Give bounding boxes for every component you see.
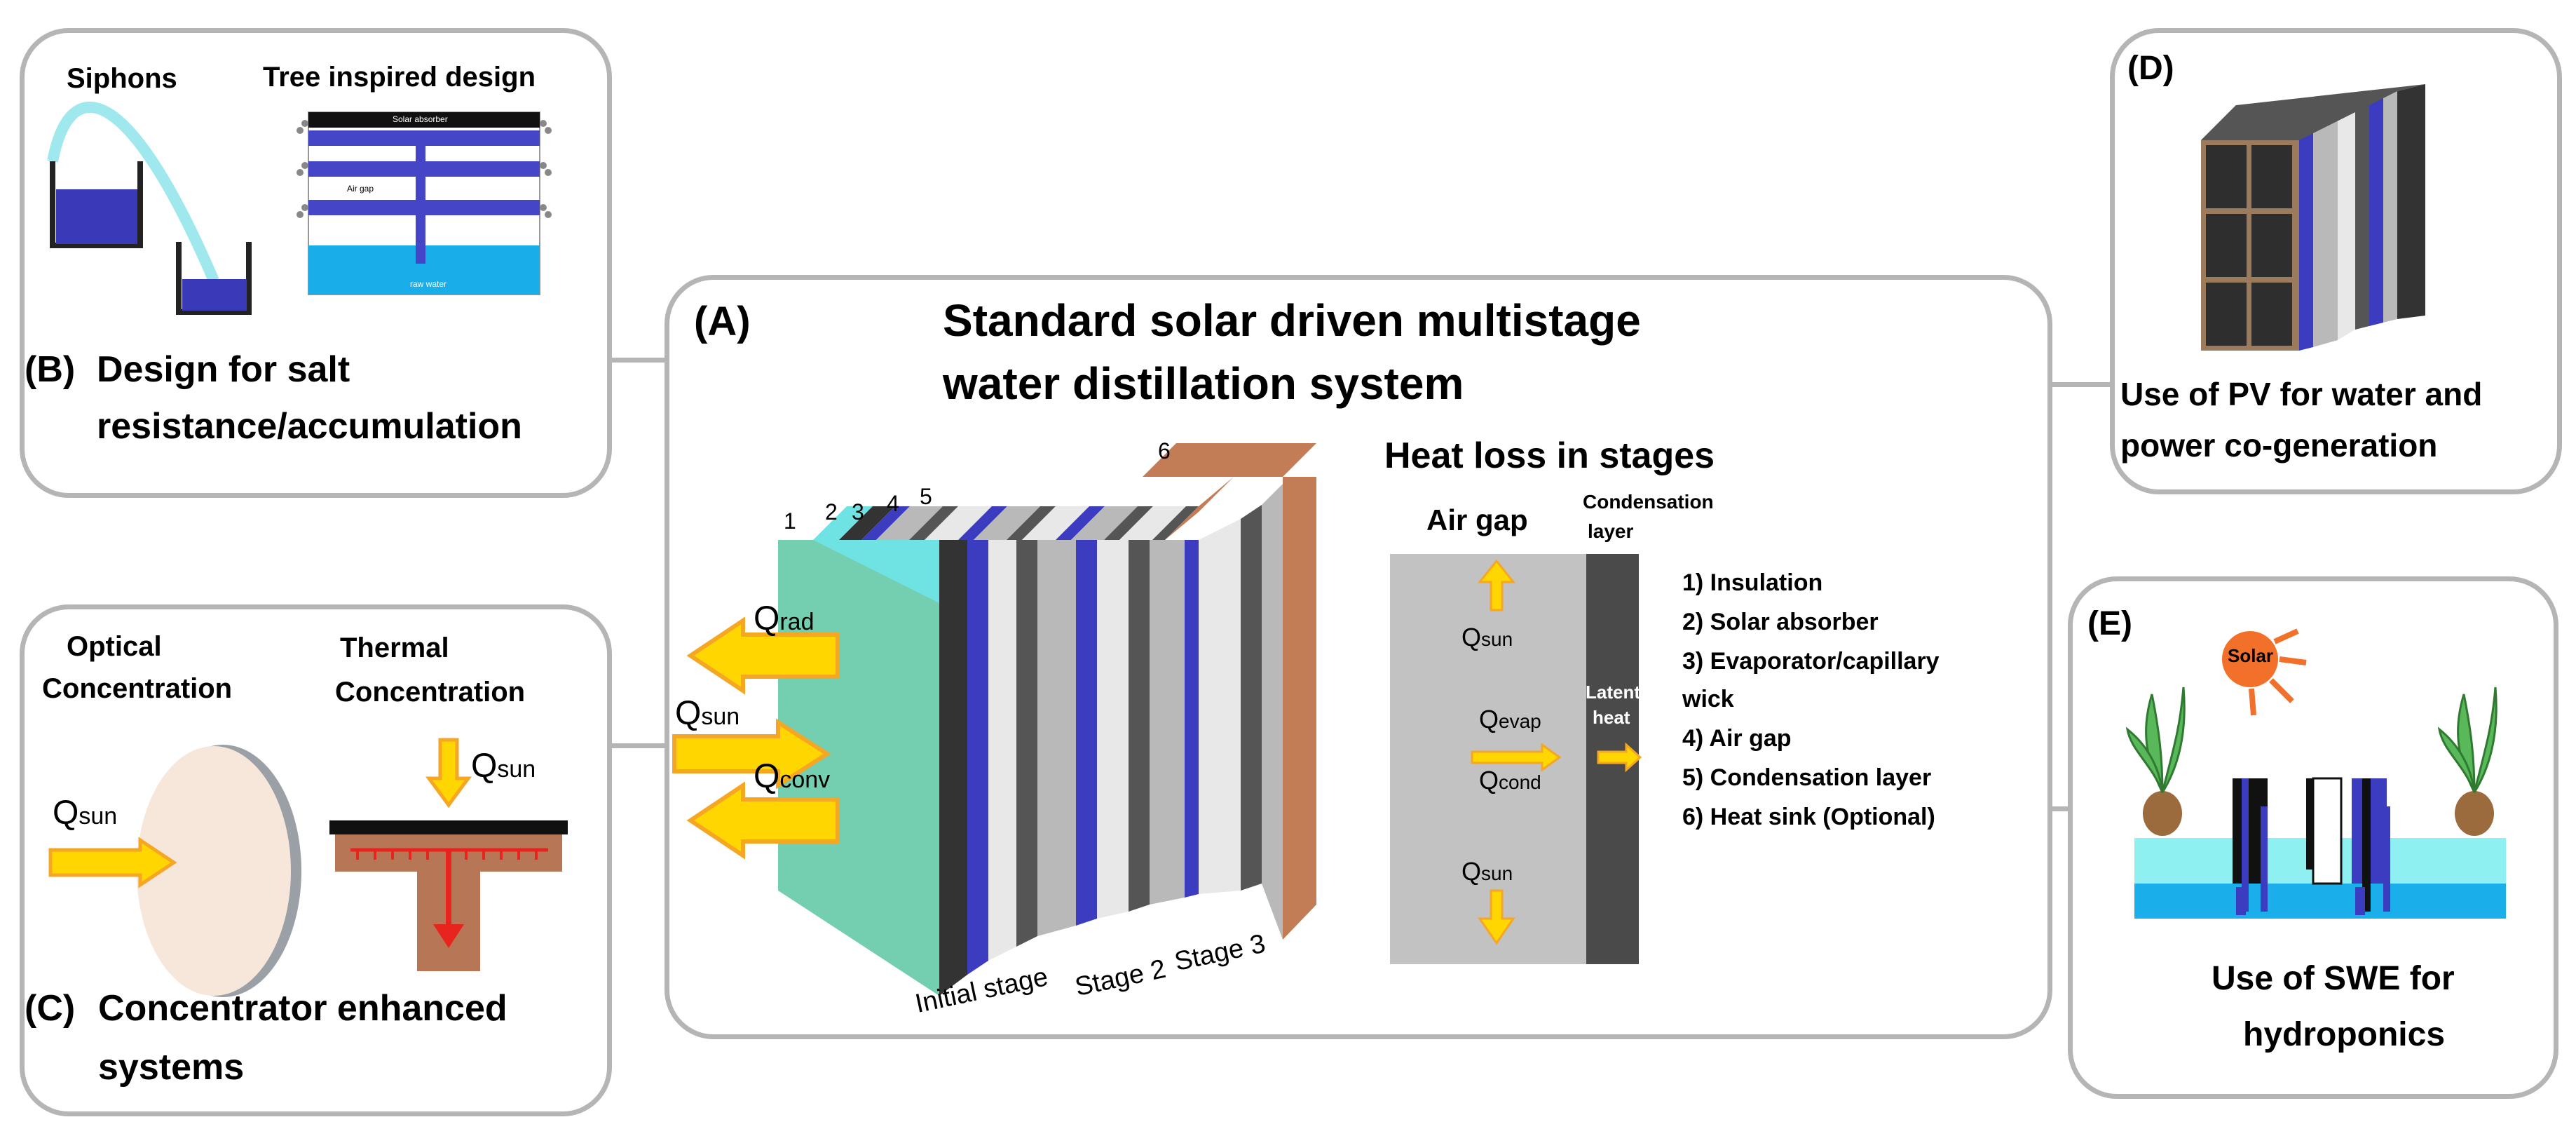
q-sun-thermal-label: Qsun xyxy=(471,748,536,785)
stack-number-2: 2 xyxy=(825,499,838,525)
optical-label-line1: Optical xyxy=(67,631,162,662)
optical-label-line2: Concentration xyxy=(42,673,233,704)
stack-number-3: 3 xyxy=(852,499,864,525)
heat-loss-diagram xyxy=(1390,554,1642,964)
stack-number-5: 5 xyxy=(920,484,932,509)
panel-c-caption-line2: systems xyxy=(98,1047,245,1088)
legend-item-6: 6) Heat sink (Optional) xyxy=(1682,804,1935,830)
legend-item-5: 5) Condensation layer xyxy=(1682,764,1932,791)
tree-raw-water-text: raw water xyxy=(410,279,447,289)
multistage-stack xyxy=(778,443,1316,996)
solar-label: Solar xyxy=(2228,645,2274,666)
panel-d-letter: (D) xyxy=(2127,50,2174,87)
panel-a-letter: (A) xyxy=(694,299,751,344)
stack-number-1: 1 xyxy=(784,508,796,534)
q-conv-label: Qconv xyxy=(754,758,831,795)
stack-number-4: 4 xyxy=(887,491,899,516)
panel-d-caption-line2: power co-generation xyxy=(2120,427,2438,464)
legend-item-3-cont: wick xyxy=(1682,686,1734,712)
panel-d-caption-line1: Use of PV for water and xyxy=(2120,376,2483,412)
latent-heat-line1: Latent xyxy=(1586,682,1640,703)
tree-air-gap-text: Air gap xyxy=(347,184,374,194)
tree-design-label: Tree inspired design xyxy=(263,62,536,93)
condensation-label-line2: layer xyxy=(1588,520,1634,542)
q-cond-label: Qcond xyxy=(1479,766,1541,794)
legend-item-2: 2) Solar absorber xyxy=(1682,609,1879,635)
thermal-concentrator-illustration xyxy=(329,738,568,971)
panel-e-caption-line1: Use of SWE for xyxy=(2212,960,2455,997)
panel-b-caption-line2: resistance/accumulation xyxy=(97,406,522,447)
stack-number-6: 6 xyxy=(1158,438,1171,464)
stack-flux-arrows xyxy=(672,616,840,860)
q-rad-label: Qrad xyxy=(754,600,815,637)
siphons-illustration xyxy=(47,101,252,315)
siphons-label: Siphons xyxy=(67,63,177,94)
thermal-label-line1: Thermal xyxy=(340,633,449,663)
panel-b-letter: (B) xyxy=(25,349,76,390)
panel-c-letter: (C) xyxy=(25,988,76,1029)
panel-c-caption-line1: Concentrator enhanced xyxy=(98,988,507,1029)
pv-stack-illustration xyxy=(2201,84,2425,351)
q-sun-top-label: Qsun xyxy=(1461,623,1513,651)
legend-item-4: 4) Air gap xyxy=(1682,725,1792,752)
q-sun-bottom-label: Qsun xyxy=(1461,857,1513,886)
panel-b-caption-line1: Design for salt xyxy=(97,349,350,390)
panel-a-title-line2: water distillation system xyxy=(943,358,1464,409)
condensation-label-line1: Condensation xyxy=(1583,491,1714,513)
tree-design-illustration xyxy=(297,111,552,295)
connector-a-e xyxy=(2052,806,2070,811)
q-sun-label: Qsun xyxy=(675,695,740,732)
connector-b-a xyxy=(612,358,667,363)
thermal-label-line2: Concentration xyxy=(335,677,526,708)
q-evap-label: Qevap xyxy=(1479,705,1541,733)
tree-solar-absorber-text: Solar absorber xyxy=(393,114,448,124)
legend-item-3: 3) Evaporator/capillary xyxy=(1682,648,1940,675)
latent-heat-line2: heat xyxy=(1593,707,1630,728)
panel-a-title-line1: Standard solar driven multistage xyxy=(943,295,1641,346)
air-gap-label: Air gap xyxy=(1426,503,1528,536)
legend-item-1: 1) Insulation xyxy=(1682,569,1823,596)
optical-lens-illustration xyxy=(48,745,301,997)
panel-e-letter: (E) xyxy=(2087,605,2132,642)
heat-loss-title: Heat loss in stages xyxy=(1384,435,1715,476)
connector-c-a xyxy=(612,743,667,748)
hydroponics-illustration xyxy=(2125,628,2506,919)
q-sun-optical-label: Qsun xyxy=(53,794,118,832)
connector-a-d xyxy=(2052,382,2112,387)
panel-e-caption-line2: hydroponics xyxy=(2243,1016,2446,1053)
